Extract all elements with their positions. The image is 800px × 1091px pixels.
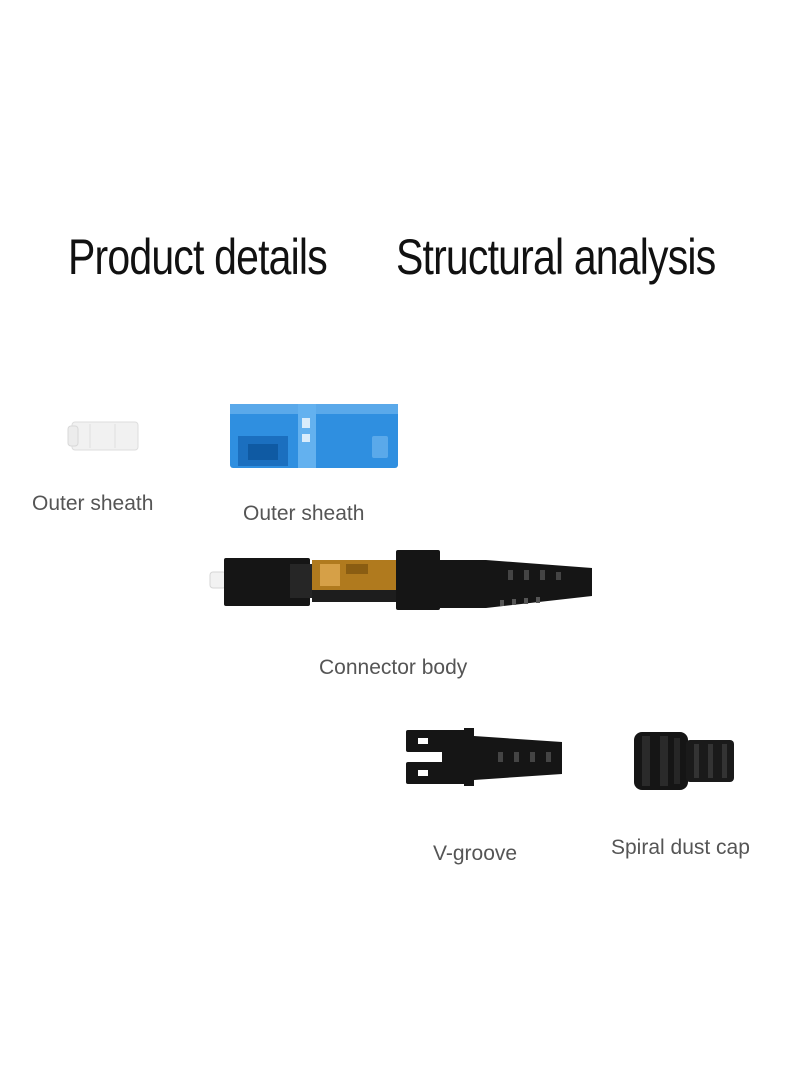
blue-sc-housing-icon (230, 404, 398, 468)
part-label-connector-body: Connector body (319, 656, 468, 679)
part-label-outer-sheath-1: Outer sheath (32, 492, 154, 515)
part-label-outer-sheath-2: Outer sheath (243, 502, 365, 525)
connector-body-icon (209, 550, 592, 610)
spiral-dust-cap-icon (634, 732, 734, 790)
part-label-spiral-dust-cap: Spiral dust cap (611, 836, 750, 859)
white-sleeve-icon (67, 421, 139, 451)
structural-analysis-heading: Structural analysis (396, 229, 716, 285)
part-label-v-groove: V-groove (433, 842, 518, 865)
product-details-heading: Product details (68, 229, 328, 285)
v-groove-icon (406, 728, 562, 786)
